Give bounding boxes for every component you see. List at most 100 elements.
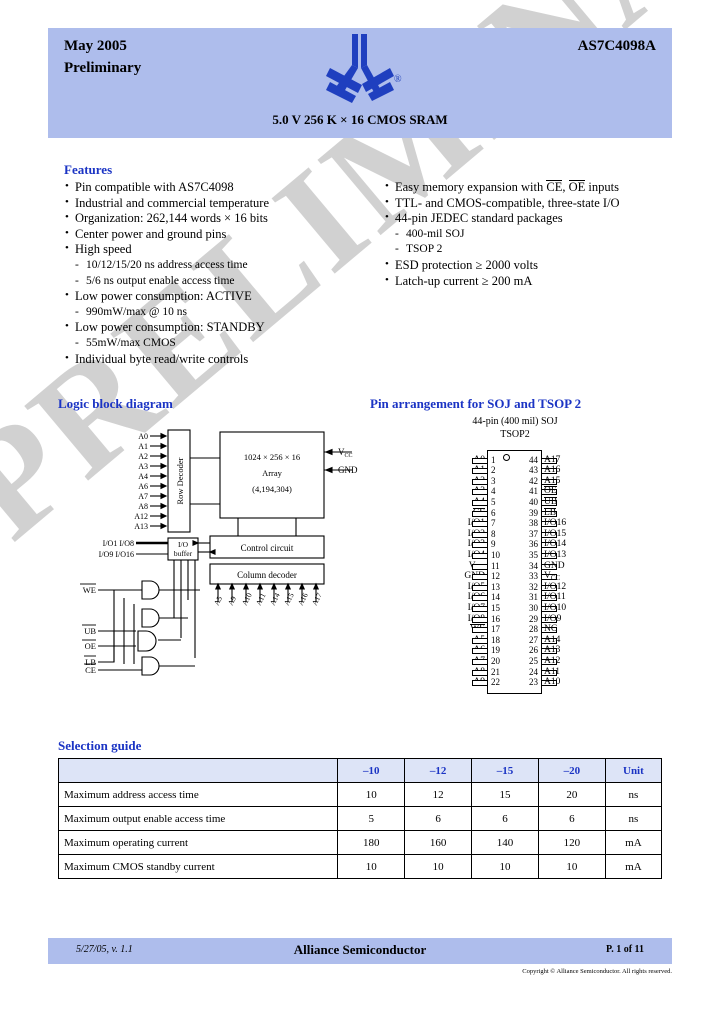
pin-label-right: VCC [544,571,561,583]
logic-block-diagram-heading: Logic block diagram [58,396,173,411]
pin-label-right: GND [544,560,565,571]
pin-lead [541,584,557,591]
pin-label-right: OE [544,486,557,497]
pin-number: 35 [529,549,538,560]
pin-lead [541,616,557,623]
header-part-number: AS7C4098A [577,38,656,54]
table-cell-value: 10 [471,854,539,879]
feature-subitem: 10/12/15/20 ns address access time [64,258,364,274]
pin-number: 8 [491,528,496,539]
pin-lead [541,605,557,612]
svg-text:A3: A3 [138,462,148,471]
pin-lead [541,627,557,634]
svg-text:A8: A8 [138,502,148,511]
pin-lead [541,468,557,475]
svg-text:buffer: buffer [174,549,193,558]
lbd-io-buffer-label: I/O buffer [174,540,193,558]
pin-number: 22 [491,677,500,688]
table-cell-value: 180 [337,830,406,855]
feature-item: Organization: 262,144 words × 16 bits [64,210,364,227]
footer-copyright: Copyright © Alliance Semiconductor. All … [522,968,672,975]
lbd-control-signal-labels: WE UB OE LB CE [83,585,97,675]
pin-number: 5 [491,496,496,507]
pin-number: 4 [491,486,496,497]
svg-text:A17: A17 [310,591,324,607]
footer-company: Alliance Semiconductor [293,942,427,957]
pin-number: 1 [491,454,496,465]
svg-text:A15: A15 [282,591,296,607]
feature-item: Individual byte read/write controls [64,351,364,368]
pin-lead [472,627,488,634]
pin-number: 27 [529,634,538,645]
pin-number: 34 [529,560,538,571]
svg-text:A6: A6 [138,482,148,491]
table-cell-value: 10 [537,854,606,879]
pin-row: I/O715 [468,603,541,614]
pin-number: 23 [529,677,538,688]
pin-lead [541,669,557,676]
footer-page-number: P. 1 of 11 [606,944,644,955]
pin-label-right: I/O10 [544,602,567,613]
pin-label-right: I/O16 [544,518,567,529]
pin-number: 28 [529,624,538,635]
pin-lead [472,595,488,602]
pin-number: 43 [529,465,538,476]
svg-text:A9: A9 [226,594,238,607]
pin-lead [541,531,557,538]
pin-lead [541,457,557,464]
table-cell-value: 120 [537,830,606,855]
pin-row: I/O39 [468,539,541,550]
header-date: May 2005 [64,38,127,54]
pin-number: 16 [491,613,500,624]
pin-number: 20 [491,655,500,666]
table-cell-value: 140 [471,830,539,855]
pin-row: 34 GND [488,560,565,572]
lbd-column-address-labels: A5 A9 A10 A11 A14 A15 A16 A17 [212,591,324,607]
pin-number: 13 [491,581,500,592]
pin-lead [472,574,488,581]
pin-number: 42 [529,475,538,486]
svg-text:I/O: I/O [178,540,189,549]
table-cell-value: 12 [404,782,473,807]
lbd-vcc-label: VCC [338,447,353,459]
table-cell-unit: mA [604,854,663,879]
feature-item: ESD protection ≥ 2000 volts [384,257,684,274]
svg-text:I/O9 I/O16: I/O9 I/O16 [99,550,134,559]
pin-number: 25 [529,655,538,666]
feature-item: Industrial and commercial temperature [64,195,364,212]
pin-row: I/O410 [468,550,541,561]
table-row-label: Maximum address access time [57,782,339,807]
table-row-label: Maximum CMOS standby current [57,854,339,879]
pin-label-right: NC [544,624,558,635]
pin-row: A23 [472,476,541,487]
table-cell-unit: ns [604,782,663,807]
feature-subitem: 55mW/max CMOS [64,336,364,352]
pin-lead [472,510,488,517]
pin-number: 32 [529,581,538,592]
pin-row: A518 [472,635,541,646]
table-header-blank [57,758,339,783]
feature-item: Center power and ground pins [64,226,364,243]
pin-row: I/O513 [468,581,541,593]
table-header-cell: –10 [337,758,406,783]
table-header-cell: Unit [604,758,663,783]
pin-lead [472,669,488,676]
page-header: May 2005 Preliminary AS7C4098A ® 5.0 V 2… [48,28,672,138]
feature-item: Low power consumption: STANDBY [64,319,364,336]
pin-row: A619 [472,645,541,656]
pin-label-right: I/O13 [544,549,567,560]
pin-number: 37 [529,528,538,539]
pin-lead [541,552,557,559]
selection-guide-heading: Selection guide [58,738,142,753]
table-cell-value: 15 [471,782,539,807]
